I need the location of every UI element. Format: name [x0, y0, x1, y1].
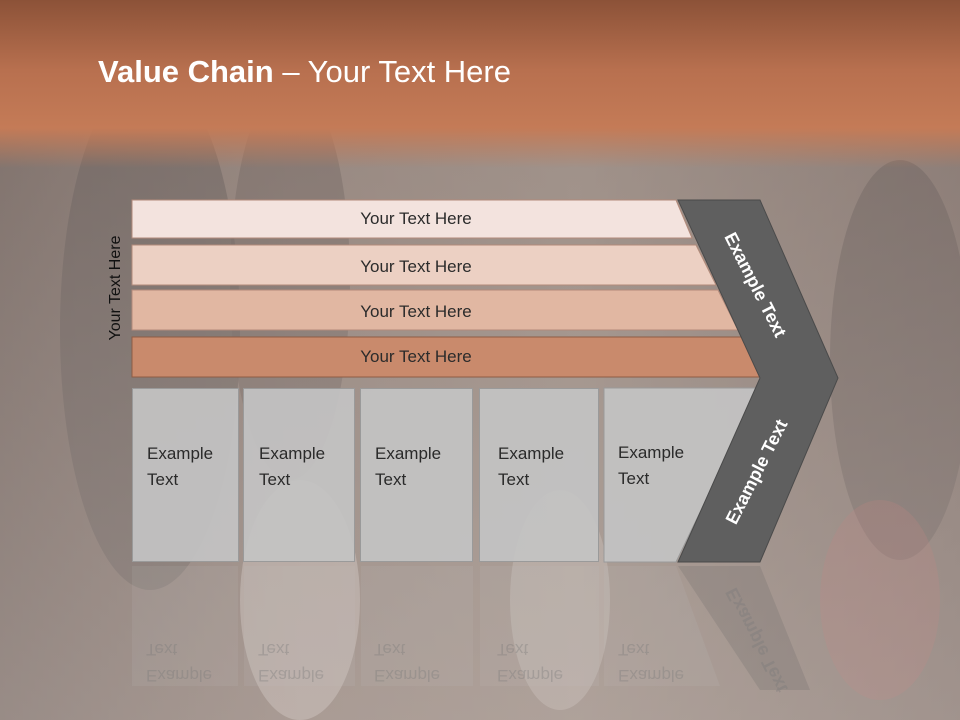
side-label: Your Text Here [107, 235, 124, 341]
box-reflection-1 [132, 566, 238, 686]
box-2: Example Text [243, 388, 355, 562]
box-3: Example Text [360, 388, 473, 562]
box-1: Example Text [132, 388, 239, 562]
box-reflection-3 [361, 566, 473, 686]
box-2-label: Example Text [259, 444, 326, 489]
bar-4-label: Your Text Here [360, 347, 472, 366]
box-5-label: Example Text [618, 443, 685, 488]
slide-title: Value Chain – Your Text Here [98, 54, 511, 90]
chevron-reflection [678, 566, 810, 690]
bar-1-label: Your Text Here [360, 209, 472, 228]
bar-2-label: Your Text Here [360, 257, 472, 276]
box-3-reflection-text: Example Text [374, 640, 441, 685]
box-4: Example Text [479, 388, 599, 562]
bar-2 [131, 244, 717, 286]
box-5: Example Text [604, 388, 694, 562]
box-reflection-2 [244, 566, 355, 686]
box-1-reflection-text: Example Text [146, 640, 213, 685]
box-5-shape [603, 387, 761, 563]
box-3-label: Example Text [375, 444, 442, 489]
box-reflection-4 [480, 566, 599, 686]
bar-1 [131, 199, 693, 239]
box-1-label: Example Text [147, 444, 214, 489]
box-2-reflection-text: Example Text [258, 640, 325, 685]
box-4-reflection-text: Example Text [497, 640, 564, 685]
box-4-label: Example Text [498, 444, 565, 489]
title-rest: – Your Text Here [273, 54, 511, 89]
title-bold: Value Chain [98, 54, 274, 89]
bar-3-label: Your Text Here [360, 302, 472, 321]
box-5-reflection-text: Example Text [618, 640, 685, 685]
box-reflection-5 [604, 566, 720, 686]
chevron-arrow [677, 199, 839, 563]
